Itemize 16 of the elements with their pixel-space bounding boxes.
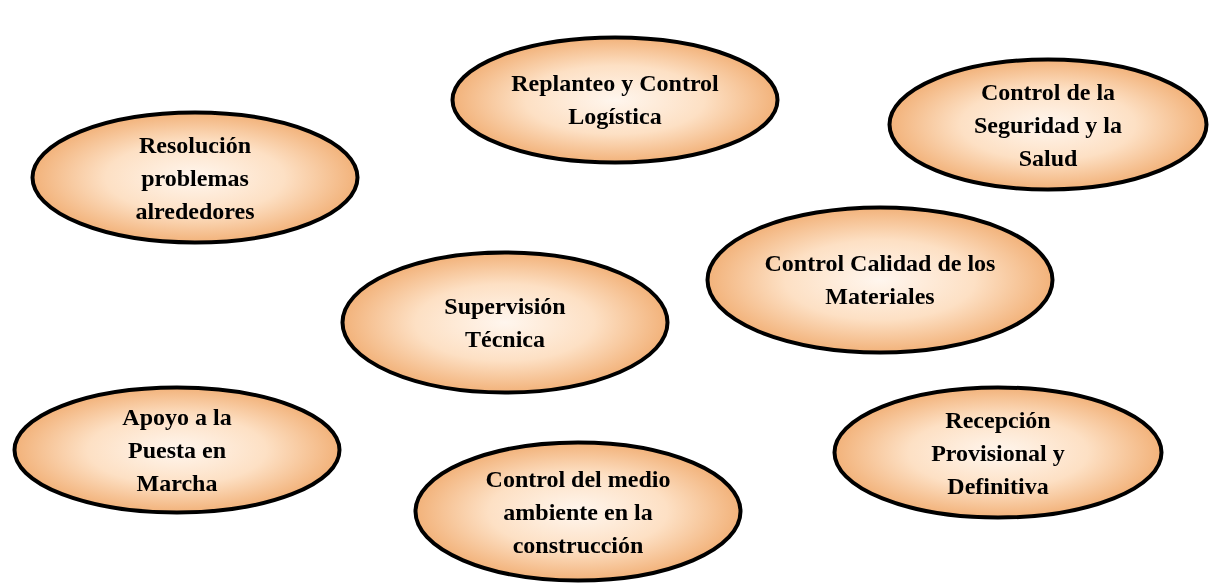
oval-node (413, 440, 743, 583)
node-text: Control del medio ambiente en la construcción (484, 464, 672, 559)
node-text: Control de la Seguridad y la Salud (973, 77, 1123, 172)
oval-node (887, 57, 1209, 192)
oval-node (705, 205, 1055, 355)
oval-node (12, 385, 342, 515)
oval-node (832, 385, 1164, 520)
oval-node (30, 110, 360, 245)
node-text: Resolución problemas alrededores (134, 130, 256, 225)
node-text: Apoyo a la Puesta en Marcha (121, 402, 233, 498)
node-text: Replanteo y Control Logística (510, 69, 720, 131)
node-text: Supervisión Técnica (443, 291, 567, 354)
node-text: Recepción Provisional y Definitiva (930, 405, 1066, 500)
node-text: Control Calidad de los Materiales (763, 249, 997, 311)
oval-node (340, 250, 670, 395)
oval-node (450, 35, 780, 165)
